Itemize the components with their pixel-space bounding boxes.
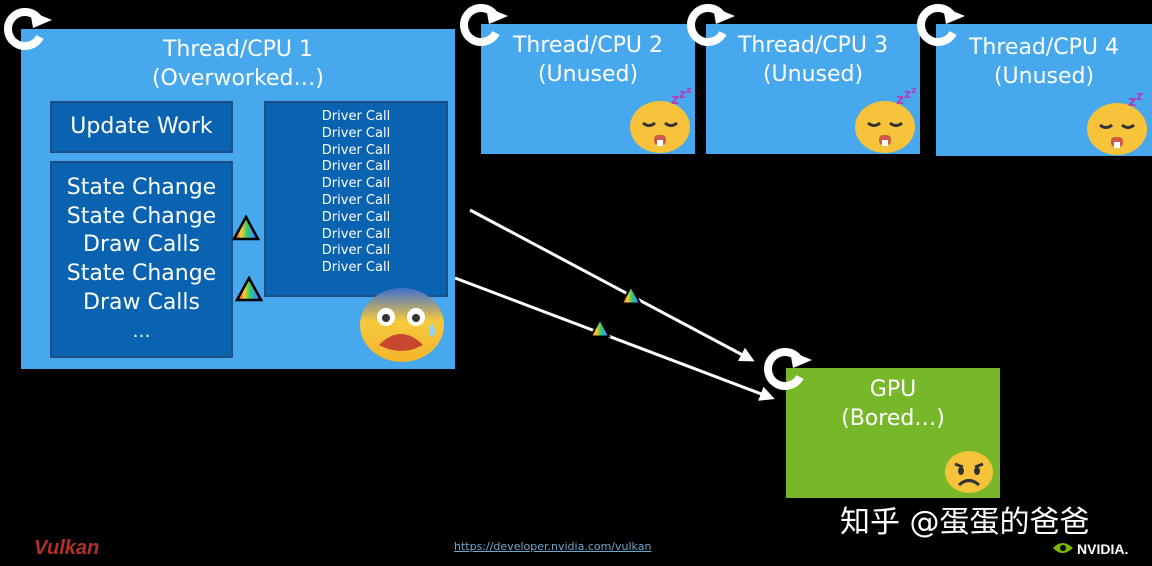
- frowning-face-icon: [945, 451, 993, 493]
- svg-text:z: z: [911, 88, 917, 96]
- refresh-loop-icon: [917, 4, 965, 46]
- zhihu-watermark: 知乎 @蛋蛋的爸爸: [840, 505, 1090, 540]
- thread-4-title-line1: Thread/CPU 4: [968, 35, 1120, 60]
- thread-cpu-4-box: Thread/CPU 4 (Unused) z z: [936, 24, 1152, 156]
- rainbow-triangle-icon: [232, 215, 260, 241]
- gpu-title-line2: (Bored…): [841, 406, 945, 431]
- sleeping-face-icon: z z: [1087, 90, 1147, 155]
- thread-1-title-line2: (Overworked…): [151, 66, 325, 91]
- sleeping-face-icon: z z z: [630, 88, 692, 153]
- thread-1-title-line1: Thread/CPU 1: [162, 37, 314, 62]
- work-item: …: [132, 321, 151, 342]
- work-item: Draw Calls: [83, 290, 200, 315]
- thread-3-title: Thread/CPU 3 (Unused): [706, 31, 920, 89]
- arrow-cpu-gpu-1: [469, 208, 755, 362]
- nvidia-logo: NVIDIA.: [1077, 541, 1129, 557]
- svg-text:z: z: [671, 92, 679, 108]
- nvidia-eye-icon: [1053, 543, 1073, 553]
- driver-call-item: Driver Call: [321, 125, 391, 141]
- thread-2-title: Thread/CPU 2 (Unused): [481, 31, 695, 89]
- thread-4-title: Thread/CPU 4 (Unused): [936, 33, 1152, 91]
- gpu-title: GPU (Bored…): [786, 375, 1000, 433]
- svg-text:z: z: [1136, 90, 1143, 103]
- sleeping-face-icon: z z z: [855, 88, 917, 153]
- thread-3-title-line2: (Unused): [762, 62, 864, 87]
- driver-call-item: Driver Call: [321, 243, 391, 259]
- render-work-box: State Change State Change Draw Calls Sta…: [50, 161, 233, 358]
- arrow-cpu-gpu-2: [454, 276, 775, 401]
- svg-text:z: z: [686, 88, 692, 96]
- work-item: State Change: [66, 261, 217, 286]
- update-work-label: Update Work: [70, 114, 213, 139]
- driver-call-box: Driver Call Driver Call Driver Call Driv…: [264, 101, 448, 297]
- rainbow-triangle-icon: [235, 276, 263, 302]
- vulkan-logo: Vulkan: [34, 537, 100, 559]
- thread-cpu-2-box: Thread/CPU 2 (Unused) z z z: [481, 24, 695, 154]
- update-work-box: Update Work: [50, 101, 233, 153]
- svg-text:z: z: [904, 88, 911, 101]
- rainbow-triangle-icon: [620, 285, 642, 305]
- driver-call-item: Driver Call: [321, 142, 391, 158]
- driver-call-item: Driver Call: [321, 109, 391, 124]
- driver-call-item: Driver Call: [321, 209, 391, 225]
- work-item: State Change: [66, 175, 217, 200]
- cpu-to-gpu-arrows: [454, 208, 775, 401]
- thread-cpu-3-box: Thread/CPU 3 (Unused) z z z: [706, 24, 920, 154]
- svg-text:z: z: [679, 88, 686, 101]
- gpu-box: GPU (Bored…): [786, 368, 1000, 498]
- thread-3-title-line1: Thread/CPU 3: [737, 33, 889, 58]
- thread-cpu-1-box: Thread/CPU 1 (Overworked…) Update Work S…: [21, 29, 455, 369]
- thread-2-title-line2: (Unused): [537, 62, 639, 87]
- driver-call-item: Driver Call: [321, 176, 391, 192]
- footer-url-link[interactable]: https://developer.nvidia.com/vulkan: [454, 540, 652, 553]
- rainbow-triangle-icon: [589, 318, 611, 338]
- svg-text:z: z: [1128, 94, 1136, 110]
- driver-call-item: Driver Call: [321, 260, 391, 276]
- driver-call-list: Driver Call Driver Call Driver Call Driv…: [266, 103, 446, 277]
- work-item: State Change: [66, 204, 217, 229]
- refresh-loop-icon: [4, 8, 52, 50]
- gpu-title-line1: GPU: [869, 377, 917, 402]
- refresh-loop-icon: [687, 4, 735, 46]
- driver-call-item: Driver Call: [321, 226, 391, 242]
- refresh-loop-icon: [764, 348, 812, 390]
- svg-text:z: z: [896, 92, 904, 108]
- thread-2-title-line1: Thread/CPU 2: [512, 33, 664, 58]
- thread-4-title-line2: (Unused): [993, 64, 1095, 89]
- driver-call-item: Driver Call: [321, 192, 391, 208]
- thread-1-title: Thread/CPU 1 (Overworked…): [21, 35, 455, 93]
- fearful-face-icon: [360, 288, 444, 362]
- driver-call-item: Driver Call: [321, 159, 391, 175]
- work-item: Draw Calls: [83, 232, 200, 257]
- refresh-loop-icon: [460, 4, 508, 46]
